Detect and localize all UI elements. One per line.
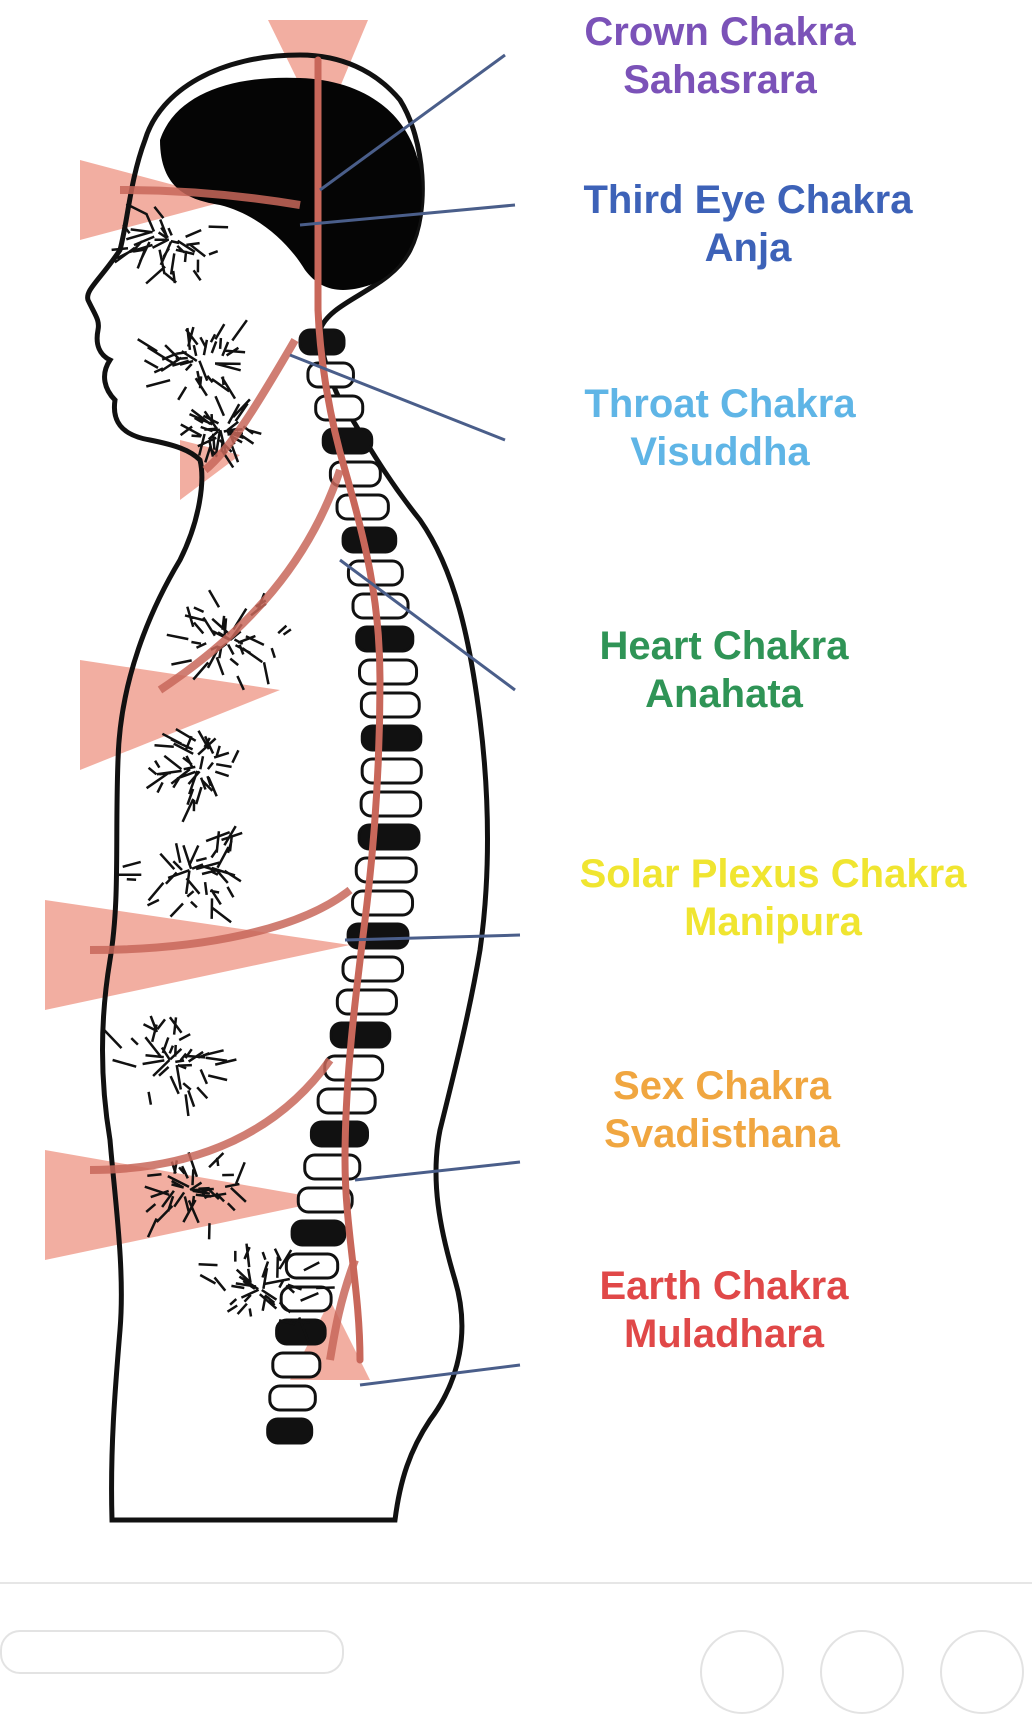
vertebra <box>359 790 423 818</box>
chakra-sanskrit-name: Anja <box>704 226 792 270</box>
energy-cone <box>45 900 350 1010</box>
chakra-sanskrit-name: Muladhara <box>623 1312 825 1356</box>
pointer-lines <box>289 53 521 1387</box>
vertebra <box>359 691 421 719</box>
pointer-line <box>339 558 516 692</box>
pointer-line <box>299 203 516 227</box>
pointer-line <box>319 53 506 192</box>
vertebra <box>309 1120 369 1148</box>
chakra-sanskrit-name: Manipura <box>684 900 862 944</box>
chakra-name: Sex Chakra <box>613 1064 831 1108</box>
vertebra <box>357 823 421 851</box>
vertebra <box>290 1219 347 1247</box>
energy-channel-left <box>89 186 359 1361</box>
nerve-cluster <box>144 1151 247 1240</box>
vertebra <box>341 955 405 983</box>
vertebra <box>303 1153 362 1181</box>
vertebra <box>329 1021 392 1049</box>
vertebra <box>358 658 419 686</box>
vertebra <box>268 1384 317 1412</box>
vertebra <box>323 1054 385 1082</box>
nerve-cluster <box>166 589 292 691</box>
action-button-2[interactable] <box>820 1630 904 1714</box>
chakra-name: Throat Chakra <box>584 382 856 426</box>
vertebra <box>360 724 423 752</box>
vertebra <box>321 427 374 455</box>
vertebra <box>351 889 415 917</box>
nerve-cluster <box>145 728 240 823</box>
chakra-name: Crown Chakra <box>584 10 856 54</box>
vertebra <box>266 1417 314 1445</box>
vertebra <box>335 988 398 1016</box>
pointer-line <box>359 1363 521 1387</box>
vertebra <box>341 526 398 554</box>
nerve-cluster <box>198 1243 335 1342</box>
vertebra <box>346 922 410 950</box>
action-button-1[interactable] <box>700 1630 784 1714</box>
chakra-sanskrit-name: Anahata <box>645 672 803 716</box>
energy-cone <box>80 660 280 770</box>
pointer-line <box>354 1160 521 1182</box>
nerve-cluster <box>111 202 229 285</box>
vertebra <box>335 493 390 521</box>
search-pill[interactable] <box>0 1630 344 1674</box>
vertebra <box>314 394 365 422</box>
vertebra <box>354 856 418 884</box>
chakra-name: Earth Chakra <box>599 1264 849 1308</box>
nerve-cluster <box>116 825 243 924</box>
spine <box>266 328 423 1445</box>
divider <box>0 1582 1032 1584</box>
chakra-sanskrit-name: Visuddha <box>630 430 810 474</box>
pointer-line <box>344 933 521 942</box>
action-button-3[interactable] <box>940 1630 1024 1714</box>
energy-cone <box>80 160 230 240</box>
nerve-cluster <box>102 1015 237 1117</box>
vertebra <box>360 757 423 785</box>
chakra-sanskrit-name: Svadisthana <box>604 1112 840 1156</box>
pointer-line <box>289 353 506 442</box>
chakra-name: Solar Plexus Chakra <box>579 852 967 896</box>
nerve-cluster <box>137 319 248 401</box>
vertebra <box>296 1186 354 1214</box>
central-channel <box>314 56 384 1364</box>
vertebra <box>306 361 355 389</box>
body-illustration <box>45 20 521 1523</box>
chakra-name: Third Eye Chakra <box>583 178 913 222</box>
vertebra <box>271 1351 322 1379</box>
vertebra <box>355 625 415 653</box>
brain <box>160 77 422 290</box>
chakra-sanskrit-name: Sahasrara <box>623 58 817 102</box>
chakra-name: Heart Chakra <box>599 624 849 668</box>
